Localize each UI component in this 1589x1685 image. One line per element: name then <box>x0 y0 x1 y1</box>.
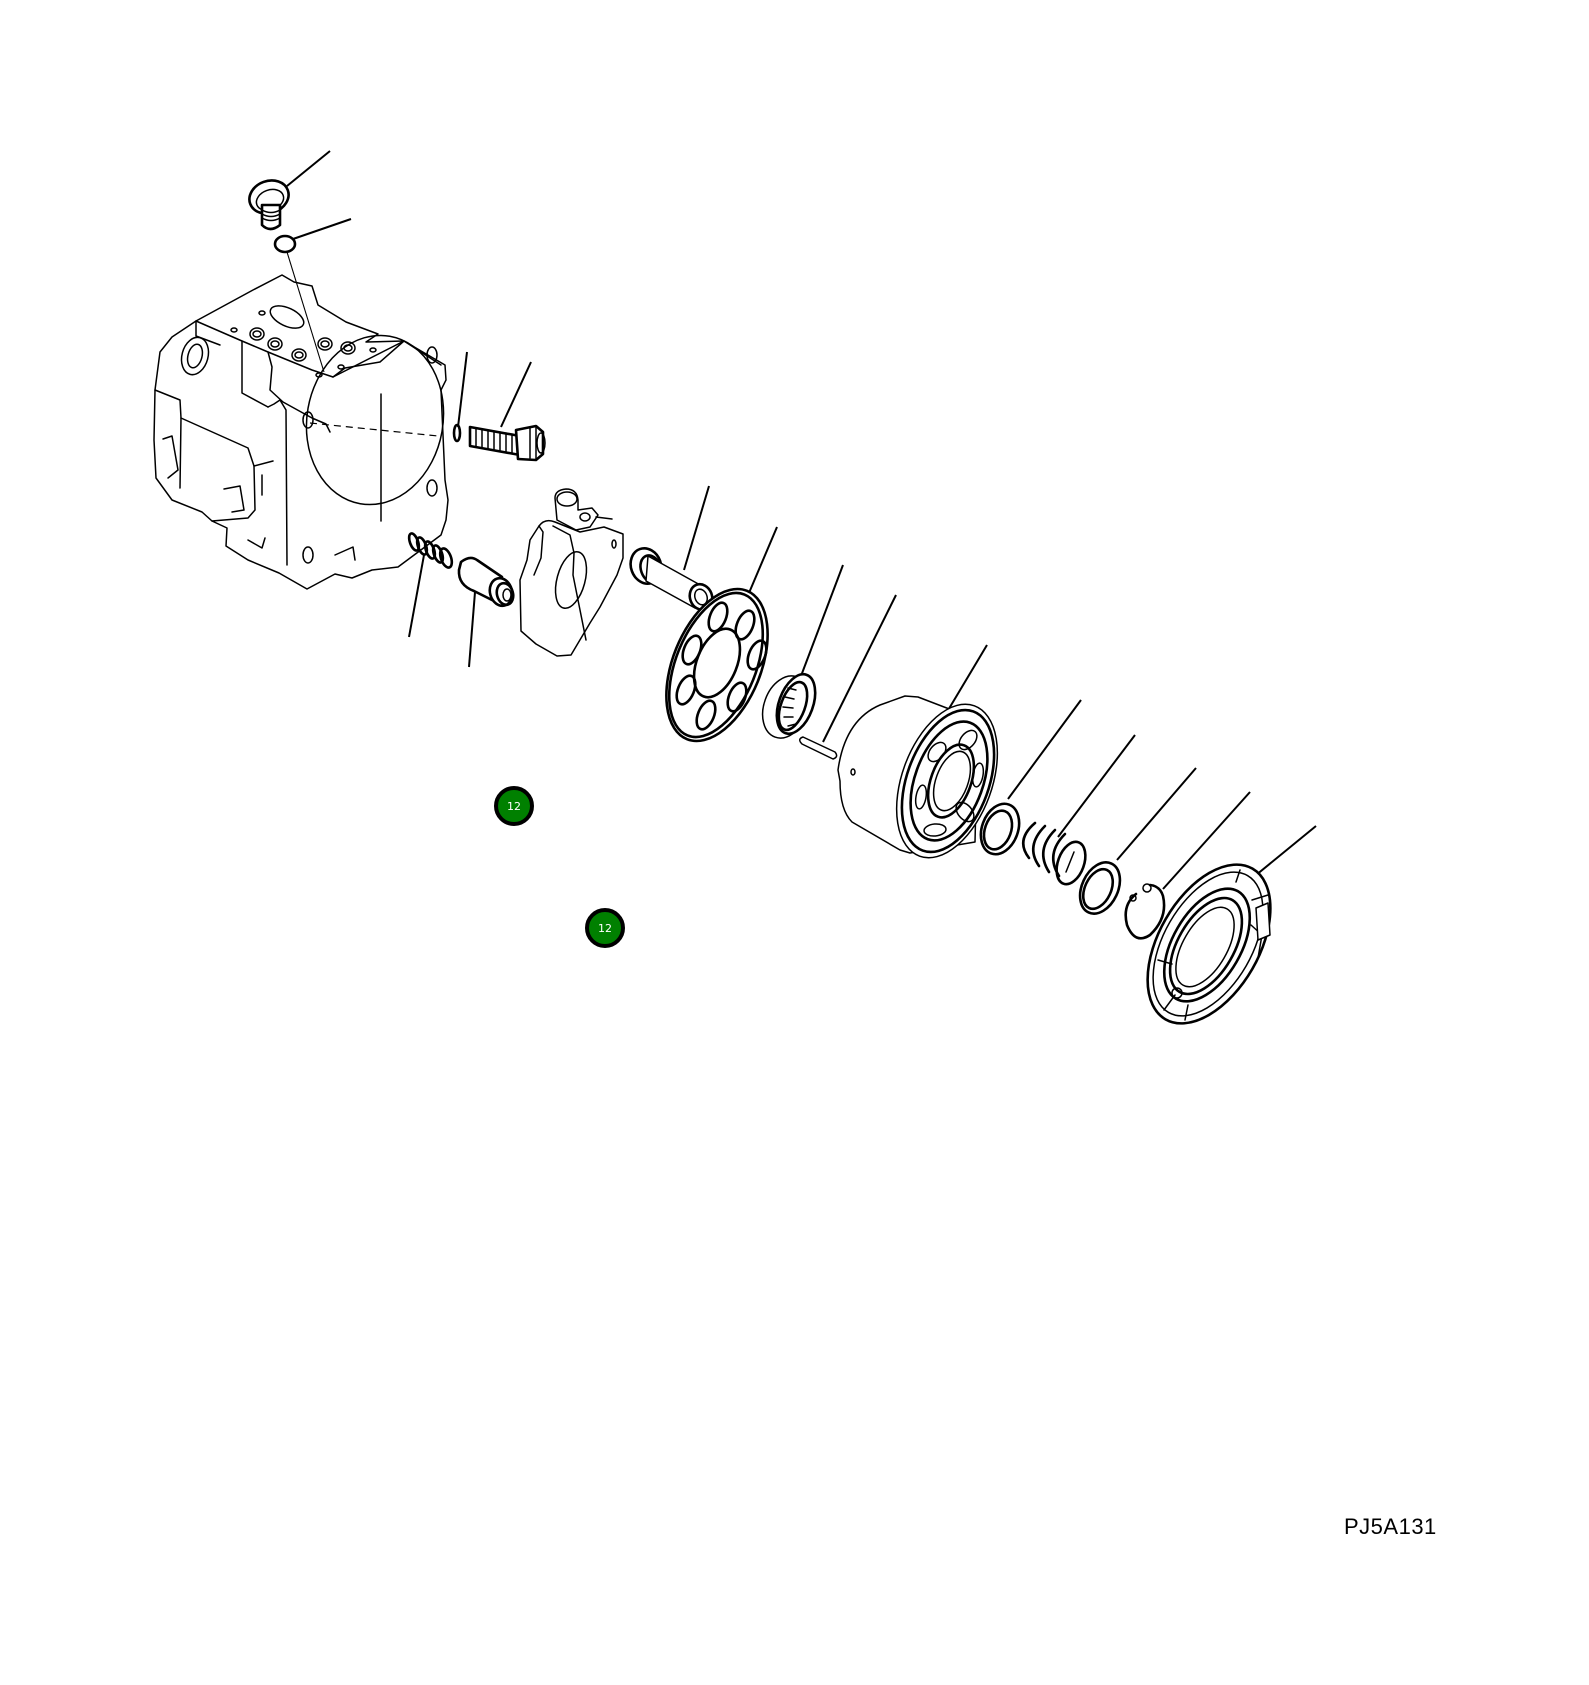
part-pin <box>799 594 897 760</box>
leader-line <box>800 564 844 677</box>
part-plug-bolt <box>248 150 331 231</box>
leader-line <box>683 485 710 571</box>
part-pump-case <box>153 274 449 590</box>
leader-line <box>292 218 352 240</box>
part-cylinder-block <box>837 644 999 859</box>
leader-line <box>468 591 476 668</box>
part-valve-plate <box>1146 825 1317 1025</box>
part-bearing <box>761 564 844 739</box>
callout-badge-12[interactable]: 12 <box>585 908 625 948</box>
leader-line <box>1057 734 1136 838</box>
part-seat-ring <box>979 699 1082 856</box>
part-flange-bolt <box>468 361 546 462</box>
callout-badge-label: 12 <box>598 921 612 935</box>
leader-line <box>286 150 331 187</box>
part-o-ring-side <box>452 351 468 443</box>
callout-badge-label: 12 <box>507 799 521 813</box>
leader-line <box>1249 825 1317 881</box>
part-snap-ring <box>1124 791 1251 940</box>
part-spring-large <box>1021 734 1136 886</box>
part-swash-plate <box>519 488 624 657</box>
part-o-ring-top <box>273 218 352 373</box>
callout-badge-12[interactable]: 12 <box>494 786 534 826</box>
part-spring-small <box>407 532 454 638</box>
leader-line <box>1116 767 1197 861</box>
leader-line <box>408 554 425 638</box>
leader-line <box>457 351 468 428</box>
leader-line <box>822 594 897 743</box>
leader-line <box>946 644 988 713</box>
part-washer <box>1078 767 1197 915</box>
leader-line <box>1007 699 1082 800</box>
leader-line <box>745 526 778 601</box>
leader-line <box>1162 791 1251 890</box>
part-piston-plug <box>457 556 515 668</box>
part-shaft-pin <box>629 485 714 612</box>
figure-code: PJ5A131 <box>1344 1514 1437 1539</box>
leader-line <box>500 361 532 428</box>
part-retainer-plate <box>665 526 778 743</box>
